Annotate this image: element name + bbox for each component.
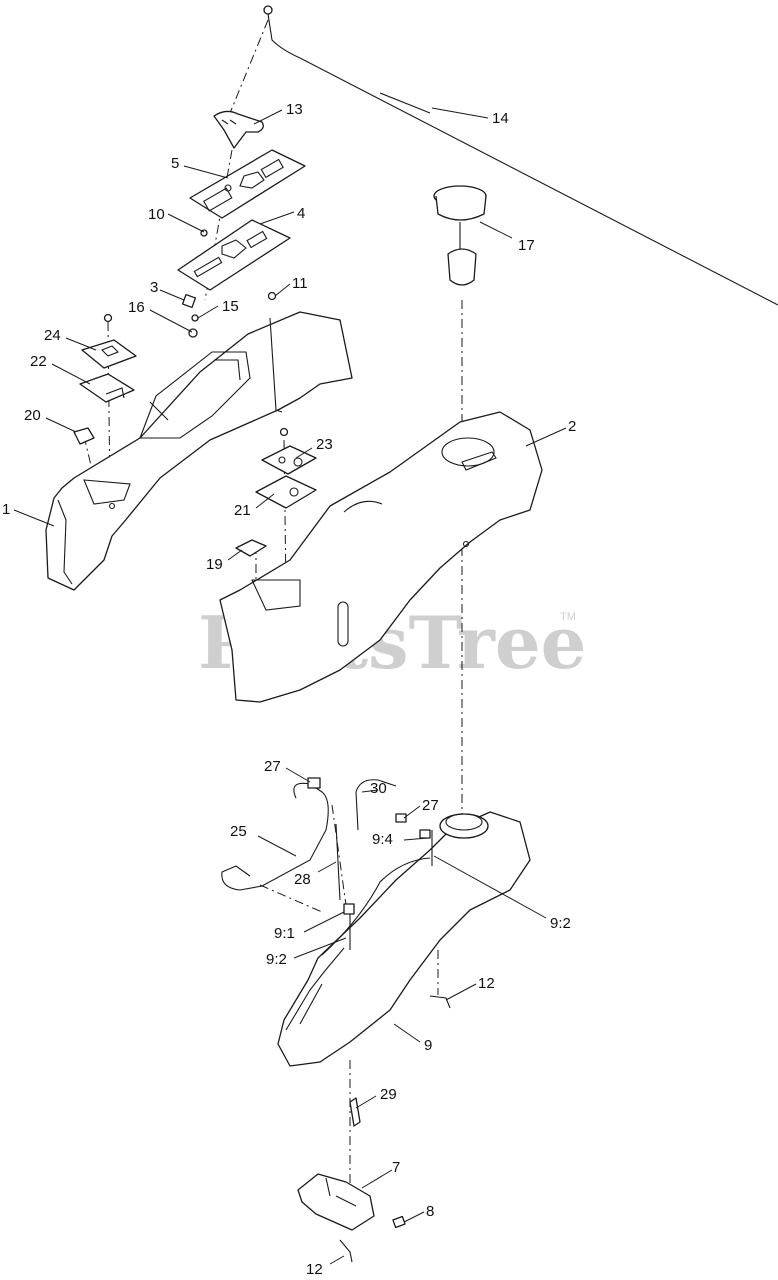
callout-12-lower: 12: [306, 1261, 323, 1278]
callout-21: 21: [234, 502, 251, 519]
callout-25: 25: [230, 823, 247, 840]
hardware-small: [103, 229, 289, 437]
callout-30: 30: [370, 780, 387, 797]
part-plate-23: [261, 445, 317, 475]
callout-labels: 13 14 5 4 10 17 3 11 16 15 24 22 20 1 2 …: [2, 101, 576, 1278]
watermark-trademark: TM: [560, 611, 576, 623]
callout-1: 1: [2, 501, 10, 518]
part-shroud-1: [45, 311, 353, 591]
callout-27-upper: 27: [264, 758, 281, 775]
callout-11: 11: [292, 275, 308, 292]
part-hose-25: [221, 782, 329, 891]
part-hood-2: [219, 411, 543, 703]
callout-9-1: 9:1: [274, 925, 295, 942]
callout-15: 15: [222, 298, 239, 315]
callout-28: 28: [294, 871, 311, 888]
callout-29: 29: [380, 1086, 397, 1103]
callout-16: 16: [128, 299, 145, 316]
callout-27-lower: 27: [422, 797, 439, 814]
part-pad-20: [73, 427, 95, 445]
part-fitting-29: [349, 1097, 361, 1127]
part-plate-4: [177, 219, 291, 291]
part-cable-14: [263, 5, 778, 306]
callout-9-4: 9:4: [372, 831, 393, 848]
part-plate-21: [255, 475, 317, 509]
callout-2: 2: [568, 418, 576, 435]
callout-5: 5: [171, 155, 179, 172]
callout-23: 23: [316, 436, 333, 453]
part-knob-13: [213, 110, 264, 149]
callout-24: 24: [44, 327, 61, 344]
callout-13: 13: [286, 101, 303, 118]
part-plate-22: [79, 373, 135, 403]
part-plate-5: [189, 149, 306, 219]
callout-3: 3: [150, 279, 158, 296]
callout-14: 14: [492, 110, 509, 127]
callout-9-2-left: 9:2: [266, 951, 287, 968]
callout-10: 10: [148, 206, 165, 223]
part-clip-12-lower: [339, 1239, 353, 1263]
part-fuel-cap-17: [433, 185, 487, 286]
leader-lines: [13, 107, 567, 1265]
callout-4: 4: [297, 205, 305, 222]
callout-7: 7: [392, 1159, 400, 1176]
callout-9: 9: [424, 1037, 432, 1054]
callout-20: 20: [24, 407, 41, 424]
callout-9-2-right: 9:2: [550, 915, 571, 932]
callout-17: 17: [518, 237, 535, 254]
part-pad-19: [235, 539, 267, 557]
part-plate-24: [81, 339, 137, 369]
part-clip-12-upper: [429, 995, 451, 1009]
part-hose-30: [355, 779, 397, 831]
callout-8: 8: [426, 1203, 434, 1220]
callout-12-upper: 12: [478, 975, 495, 992]
callout-19: 19: [206, 556, 223, 573]
part-bolt-8: [392, 1215, 406, 1229]
callout-22: 22: [30, 353, 47, 370]
part-bracket-7: [297, 1173, 375, 1231]
part-hose-28: [335, 823, 341, 901]
